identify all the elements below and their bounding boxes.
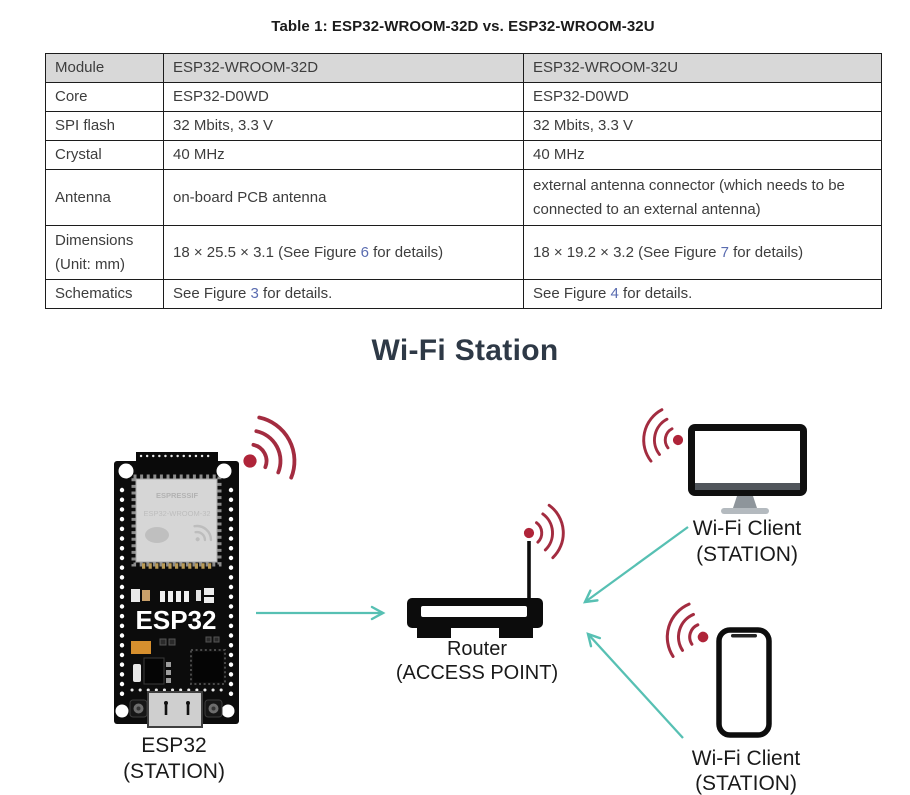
router-label-line2: (ACCESS POINT): [396, 662, 558, 684]
smd-chip: [159, 638, 167, 646]
dimensions-label: Dimensions (Unit: mm): [45, 225, 164, 280]
smd-chip: [213, 636, 220, 643]
module-marking-espressif: ESPRESSIF: [156, 491, 199, 500]
monitor-chin: [695, 483, 800, 490]
comparison-table: Module ESP32-WROOM-32D ESP32-WROOM-32U C…: [45, 53, 882, 309]
capacitor: [133, 664, 141, 682]
boot-button: [129, 699, 148, 718]
mounting-hole: [115, 704, 129, 718]
phone-label-line1: Wi-Fi Client: [692, 747, 801, 770]
espressif-logo: [193, 524, 213, 542]
module-pads: [131, 474, 222, 567]
dimensions-label-line2: (Unit: mm): [55, 255, 125, 273]
table-caption: Table 1: ESP32-WROOM-32D vs. ESP32-WROOM…: [271, 18, 655, 35]
arrow-desktop-to-router: [582, 526, 689, 604]
desktop-label-line1: Wi-Fi Client: [693, 517, 802, 540]
spi-flash-32d: 32 Mbits, 3.3 V: [163, 111, 524, 141]
schematics-32d-text: See Figure: [173, 285, 251, 302]
figure-7-link[interactable]: 7: [720, 243, 729, 261]
schematics-32u: See Figure 4 for details.: [523, 279, 882, 309]
phone-label-line2: (STATION): [695, 772, 797, 795]
table-row: SPI flash 32 Mbits, 3.3 V 32 Mbits, 3.3 …: [45, 111, 882, 141]
router-slot: [421, 606, 527, 617]
table-row: Crystal 40 MHz 40 MHz: [45, 140, 882, 170]
crystal-32u: 40 MHz: [523, 140, 882, 170]
antenna-32d: on-board PCB antenna: [163, 169, 524, 226]
wifi-cert-logo: [145, 527, 169, 543]
wifi-signal-icon-esp32: [226, 408, 308, 497]
spi-flash-label: SPI flash: [45, 111, 164, 141]
usb-uart-chip: [193, 652, 223, 682]
client-desktop: Wi-Fi Client (STATION): [637, 405, 807, 566]
esp32-label-line1: ESP32: [141, 734, 206, 757]
esp32-module-shield: [135, 478, 218, 563]
router-foot: [417, 627, 451, 638]
core-32d: ESP32-D0WD: [163, 82, 524, 112]
table-row: Core ESP32-D0WD ESP32-D0WD: [45, 82, 882, 112]
wifi-station-diagram: ESPRESSIF ESP32-WROOM-32: [114, 405, 807, 795]
chip-pins: [190, 649, 226, 685]
reset-button: [204, 699, 223, 718]
dimensions-32u: 18 × 19.2 × 3.2 (See Figure 7 for detail…: [523, 225, 882, 280]
schematics-32d-suffix: for details.: [258, 285, 333, 302]
crystal-32d: 40 MHz: [163, 140, 524, 170]
schematics-32u-suffix: for details.: [618, 285, 693, 302]
mounting-hole: [221, 704, 235, 718]
phone-speaker: [731, 634, 757, 638]
regulator-pad: [166, 662, 171, 667]
core-32u: ESP32-D0WD: [523, 82, 882, 112]
schematics-32u-text: See Figure: [533, 285, 611, 302]
esp32-label-line2: (STATION): [123, 760, 225, 783]
antenna-label: Antenna: [45, 169, 164, 226]
router-foot: [499, 627, 533, 638]
antenna-32u: external antenna connector (which needs …: [523, 169, 882, 226]
led: [131, 641, 151, 654]
regulator-chip: [143, 657, 165, 685]
mounting-hole: [216, 463, 232, 479]
usb-connector: [147, 691, 203, 728]
router-label-line1: Router: [447, 638, 507, 660]
regulator-pad: [166, 670, 171, 675]
arrow-phone-to-router: [586, 632, 684, 739]
dimensions-32u-text: 18 × 19.2 × 3.2 (See Figure: [533, 243, 721, 261]
schematics-32d: See Figure 3 for details.: [163, 279, 524, 309]
esp32-silkscreen-text: ESP32: [136, 605, 217, 635]
monitor-base: [721, 508, 769, 514]
dimensions-32d: 18 × 25.5 × 3.1 (See Figure 6 for detail…: [163, 225, 524, 280]
module-marking-wroom: ESP32-WROOM-32: [143, 509, 210, 518]
diagram-title: Wi-Fi Station: [371, 334, 559, 367]
smd-chip: [205, 636, 212, 643]
table-row: Dimensions (Unit: mm) 18 × 25.5 × 3.1 (S…: [45, 225, 882, 280]
table-header-row: Module ESP32-WROOM-32D ESP32-WROOM-32U: [45, 53, 882, 83]
figure-6-link[interactable]: 6: [360, 243, 369, 261]
table-row: Schematics See Figure 3 for details. See…: [45, 279, 882, 309]
figure-3-link[interactable]: 3: [250, 285, 259, 302]
figure-4-link[interactable]: 4: [610, 285, 619, 302]
smd-chip: [168, 638, 176, 646]
dimensions-32d-suffix: for details): [368, 243, 444, 261]
crystal-label: Crystal: [45, 140, 164, 170]
monitor-screen: [695, 431, 800, 483]
core-label: Core: [45, 82, 164, 112]
table-row: Antenna on-board PCB antenna external an…: [45, 169, 882, 226]
header-32u: ESP32-WROOM-32U: [523, 53, 882, 83]
phone-body: [716, 627, 772, 738]
smd-components: [131, 588, 214, 603]
dimensions-32d-text: 18 × 25.5 × 3.1 (See Figure: [173, 243, 361, 261]
header-module: Module: [45, 53, 164, 83]
wifi-signal-icon-phone: [659, 598, 718, 667]
dimensions-32u-suffix: for details): [728, 243, 804, 261]
client-phone: Wi-Fi Client (STATION): [659, 598, 801, 795]
router: Router (ACCESS POINT): [396, 502, 567, 684]
schematics-label: Schematics: [45, 279, 164, 309]
header-32d: ESP32-WROOM-32D: [163, 53, 524, 83]
wifi-signal-icon-desktop: [637, 405, 690, 469]
dimensions-label-line1: Dimensions: [55, 231, 134, 249]
desktop-label-line2: (STATION): [696, 543, 798, 566]
spi-flash-32u: 32 Mbits, 3.3 V: [523, 111, 882, 141]
monitor-stand: [733, 496, 757, 508]
mounting-hole: [118, 463, 134, 479]
esp32-board: ESPRESSIF ESP32-WROOM-32: [114, 408, 308, 783]
regulator-pad: [166, 678, 171, 683]
